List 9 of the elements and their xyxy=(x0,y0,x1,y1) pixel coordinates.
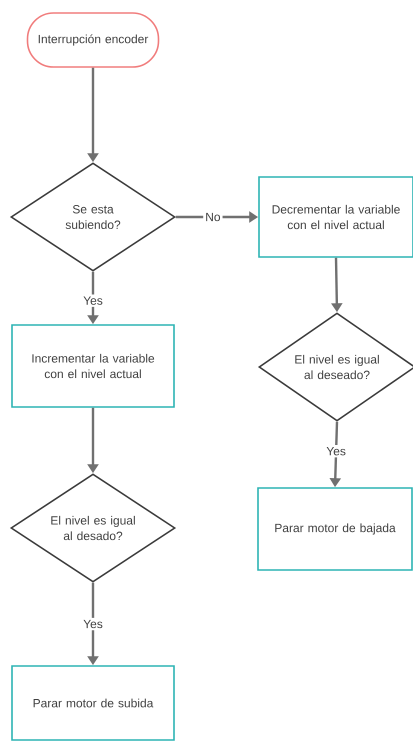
edge-label: No xyxy=(203,210,223,224)
edge-label: Yes xyxy=(81,294,105,307)
start-terminator: Interrupción encoder xyxy=(26,12,160,68)
process-box: Parar motor de subida xyxy=(11,665,175,741)
process-box: Parar motor de bajada xyxy=(257,487,413,571)
process-box: Decrementar la variable con el nivel actual xyxy=(258,176,413,258)
edge-label: Yes xyxy=(81,618,105,630)
edge-label: Yes xyxy=(324,445,348,458)
process-box: Incrementar la variable con el nivel actual xyxy=(11,324,175,408)
